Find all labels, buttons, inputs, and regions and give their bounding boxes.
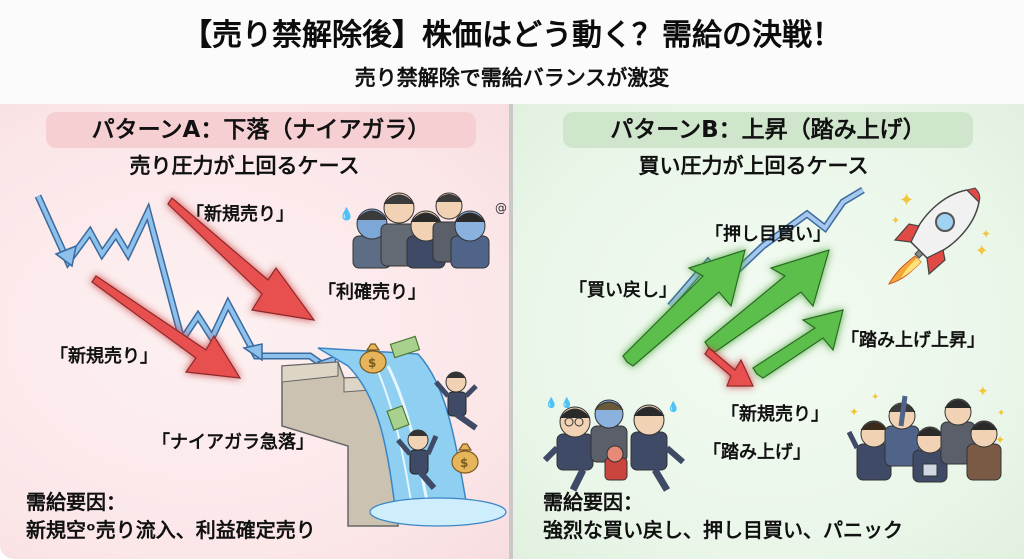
rising-price-line-icon — [622, 186, 865, 387]
factor-text: 強烈な買い戻し、押し目買い、パニック — [543, 518, 903, 542]
svg-text:✦: ✦ — [995, 433, 1005, 447]
pattern-b-factors: 需給要因： 強烈な買い戻し、押し目買い、パニック — [543, 488, 903, 544]
svg-text:$: $ — [368, 356, 376, 370]
svg-text:✦: ✦ — [891, 214, 900, 227]
falling-price-line-icon — [34, 194, 337, 379]
panicking-businessmen-icon: 💧 💧 💧 — [542, 396, 685, 492]
svg-text:✦: ✦ — [981, 227, 991, 241]
page-title: 【売り禁解除後】株価はどう動く？需給の決戦！ — [182, 18, 842, 53]
banknote-icon — [386, 405, 410, 431]
panel-divider — [509, 104, 513, 559]
falling-businessman-icon — [434, 371, 478, 431]
svg-text:💧: 💧 — [339, 207, 354, 221]
pattern-a-label: パターンA：下落（ナイアガラ） — [46, 112, 476, 148]
money-bag-icon: $ — [451, 443, 479, 474]
money-bag-icon: $ — [359, 343, 387, 374]
pattern-a-panel: パターンA：下落（ナイアガラ） 売り圧力が上回るケース 「新規売り」 「利確売り… — [0, 104, 509, 559]
tag-short-covering: 「買い戻し」 — [569, 280, 677, 301]
factor-title: 需給要因： — [543, 490, 643, 514]
svg-text:✦: ✦ — [899, 190, 914, 211]
rocket-icon — [887, 187, 981, 285]
tag-squeeze-rise: 「踏み上げ上昇」 — [841, 330, 985, 351]
pattern-b-case: 買い圧力が上回るケース — [638, 154, 869, 178]
svg-text:✦: ✦ — [871, 392, 879, 403]
tag-dip-buying: 「押し目買い」 — [705, 224, 831, 245]
falling-businessman-icon — [396, 429, 439, 490]
tag-new-short-left: 「新規売り」 — [50, 346, 158, 367]
header: 【売り禁解除後】株価はどう動く？需給の決戦！ 売り禁解除で需給バランスが激変 — [0, 0, 1024, 104]
svg-text:✦: ✦ — [975, 241, 988, 260]
tag-profit-taking: 「利確売り」 — [318, 282, 426, 303]
svg-text:✦: ✦ — [977, 384, 989, 400]
tag-new-short-top: 「新規売り」 — [186, 204, 294, 225]
svg-text:@: @ — [495, 201, 507, 215]
tag-niagara-crash: 「ナイアガラ急落」 — [152, 432, 314, 453]
waterfall-icon — [281, 347, 507, 527]
sparkle-icon: ✦ ✦ ✦ ✦ — [891, 190, 991, 260]
tag-new-short: 「新規売り」 — [721, 404, 829, 425]
factor-title: 需給要因： — [26, 490, 126, 514]
pattern-a-factors: 需給要因： 新規空ᵒ売り流入、利益確定売り — [26, 488, 316, 544]
worried-businessmen-icon: 💧 @ — [339, 192, 507, 269]
svg-text:💧 💧: 💧 💧 — [545, 396, 573, 409]
svg-text:💧: 💧 — [667, 400, 679, 413]
banknote-icon — [389, 335, 421, 359]
svg-text:✦: ✦ — [997, 408, 1005, 419]
pattern-a-case: 売り圧力が上回るケース — [129, 154, 360, 178]
factor-text: 新規空ᵒ売り流入、利益確定売り — [26, 518, 316, 542]
svg-text:$: $ — [460, 456, 468, 470]
svg-text:✦: ✦ — [849, 405, 859, 419]
pattern-b-label: パターンB：上昇（踏み上げ） — [563, 112, 973, 148]
celebrating-businessmen-icon: ✦ ✦ ✦ ✦ ✦ — [846, 384, 1005, 483]
tag-squeeze: 「踏み上げ」 — [703, 442, 811, 463]
page-subtitle: 売り禁解除で需給バランスが激変 — [354, 66, 670, 90]
pattern-b-panel: パターンB：上昇（踏み上げ） 買い圧力が上回るケース — [513, 104, 1024, 559]
